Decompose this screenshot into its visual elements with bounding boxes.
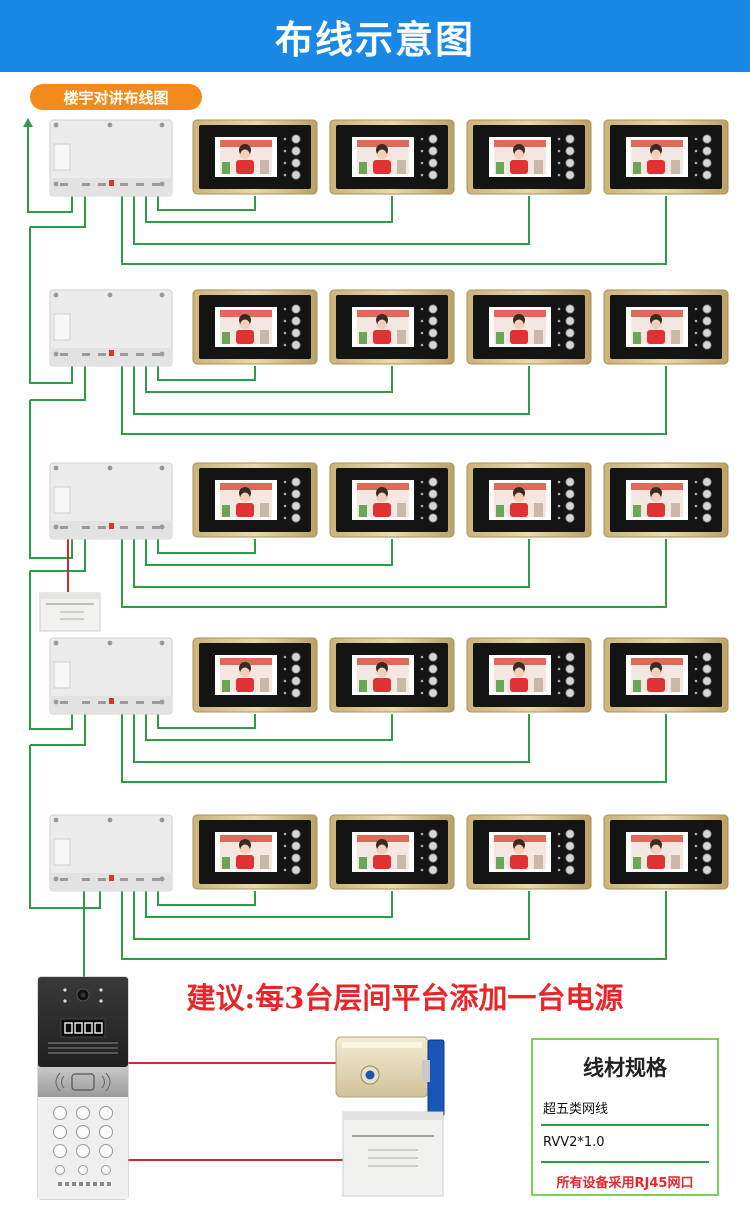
riser-wire [30,531,86,572]
diagram-badge: 楼宇对讲布线图 [30,84,202,110]
cable-spec-title: 线材规格 [583,1056,667,1080]
monitor-wire [133,706,530,763]
indoor-monitor [603,814,729,890]
monitor-wire [157,531,256,554]
cable-spec-box: 线材规格 超五类网线 RVV2*1.0 所有设备采用RJ45网口 [531,1038,719,1196]
monitor-wire [157,883,256,906]
indoor-monitor [329,814,455,890]
riser-wire [27,125,73,213]
monitor-wire [121,706,667,783]
indoor-monitor [466,289,592,365]
indoor-monitor [466,119,592,195]
floor-power-box [39,592,101,632]
indoor-monitor [192,462,318,538]
monitor-wire [157,358,256,381]
monitor-wire [121,188,667,265]
monitor-wire [145,531,393,566]
indoor-monitor [603,462,729,538]
riser-wire [29,745,101,909]
cable-spec-item: 超五类网线 [543,1102,609,1117]
indoor-monitor [466,462,592,538]
page-header: 布线示意图 [0,0,750,72]
page-title: 布线示意图 [274,17,475,62]
electric-lock [335,1036,445,1117]
riser-wire [30,188,86,228]
riser-arrow [23,118,33,127]
monitor-wire [133,531,530,588]
riser-wire [29,400,73,559]
indoor-monitor [192,814,318,890]
distributor-box [49,289,173,367]
indoor-monitor [603,637,729,713]
indoor-monitor [329,462,455,538]
indoor-monitor [466,814,592,890]
power-advice-note: 建议:每3台层间平台添加一台电源 [186,981,624,1015]
cable-spec-item: RVV2*1.0 [543,1135,605,1150]
indoor-monitor [329,119,455,195]
monitor-wire [121,883,667,960]
riser-wire [29,571,73,730]
monitor-wire [133,358,530,415]
monitor-wire [121,531,667,608]
monitor-wire [133,883,530,940]
indoor-monitor [329,289,455,365]
door-station [37,976,129,1200]
monitor-wire [145,883,393,918]
monitor-wire [157,706,256,729]
monitor-wire [133,188,530,245]
monitor-wire [145,358,393,393]
indoor-monitor [192,289,318,365]
riser-wire [30,706,86,746]
main-power-box [342,1111,444,1197]
indoor-monitor [192,119,318,195]
cable-spec-divider [541,1124,709,1126]
monitor-wire [157,188,256,211]
monitor-wire [145,706,393,741]
distributor-box [49,637,173,715]
cable-spec-divider [541,1161,709,1163]
monitor-wire [145,188,393,223]
riser-wire [30,358,86,401]
cable-spec-footer: 所有设备采用RJ45网口 [556,1176,694,1191]
distributor-box [49,814,173,892]
indoor-monitor [466,637,592,713]
indoor-monitor [603,119,729,195]
indoor-monitor [329,637,455,713]
distributor-box [49,119,173,197]
distributor-box [49,462,173,540]
indoor-monitor [192,637,318,713]
monitor-wire [121,358,667,435]
riser-wire [29,227,73,384]
indoor-monitor [603,289,729,365]
